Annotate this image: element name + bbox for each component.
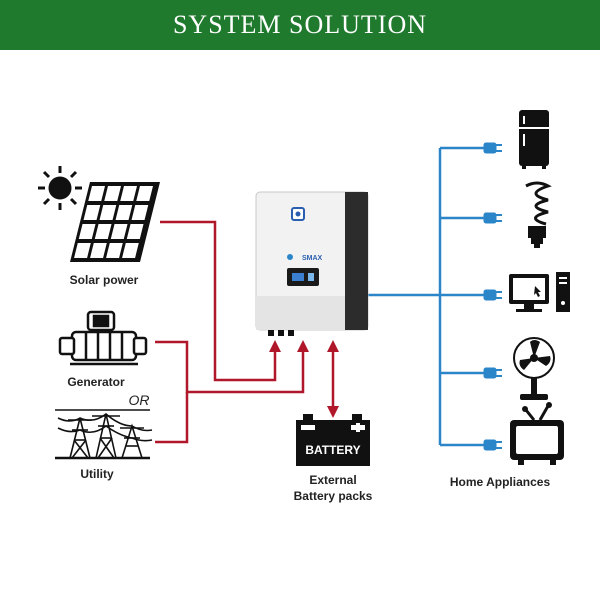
solar-arrow xyxy=(269,340,281,352)
home-appliances-label: Home Appliances xyxy=(450,475,551,489)
fridge-icon xyxy=(519,110,549,169)
header-banner: SYSTEM SOLUTION xyxy=(0,0,600,50)
solar-wire xyxy=(160,220,277,382)
utility-tower-icon xyxy=(55,409,153,460)
solar-label: Solar power xyxy=(70,273,139,287)
utility-label: Utility xyxy=(80,467,114,481)
page-title: SYSTEM SOLUTION xyxy=(172,10,428,39)
utility-wire xyxy=(155,392,189,444)
red-wires xyxy=(155,220,335,444)
battery-arrow-down xyxy=(327,406,339,418)
red-arrowheads xyxy=(269,340,339,418)
bulb-icon xyxy=(525,181,552,248)
generator-label: Generator xyxy=(67,375,125,389)
computer-icon xyxy=(509,272,570,312)
sun-icon xyxy=(38,166,82,210)
blue-wires xyxy=(368,146,484,447)
battery-arrow-up xyxy=(327,340,339,352)
tv-icon xyxy=(510,402,564,465)
solar-panel-icon xyxy=(70,182,160,262)
generator-icon xyxy=(58,310,148,366)
plug-icon xyxy=(483,142,502,154)
generator-wire xyxy=(155,340,305,394)
or-label: OR xyxy=(129,392,150,408)
plug-icon xyxy=(483,289,502,301)
plug-icon xyxy=(483,212,502,224)
battery-label-line2: Battery packs xyxy=(294,489,373,503)
plug-icon xyxy=(483,367,502,379)
battery-label-line1: External xyxy=(309,473,356,487)
battery-text: BATTERY xyxy=(305,443,360,457)
inverter-brand: SMAX xyxy=(302,255,323,262)
inverter-icon: SMAX xyxy=(255,191,369,336)
plugs xyxy=(483,142,502,451)
plug-icon xyxy=(483,439,502,451)
fan-icon xyxy=(513,337,555,400)
battery-icon xyxy=(296,414,370,466)
generator-arrow xyxy=(297,340,309,352)
